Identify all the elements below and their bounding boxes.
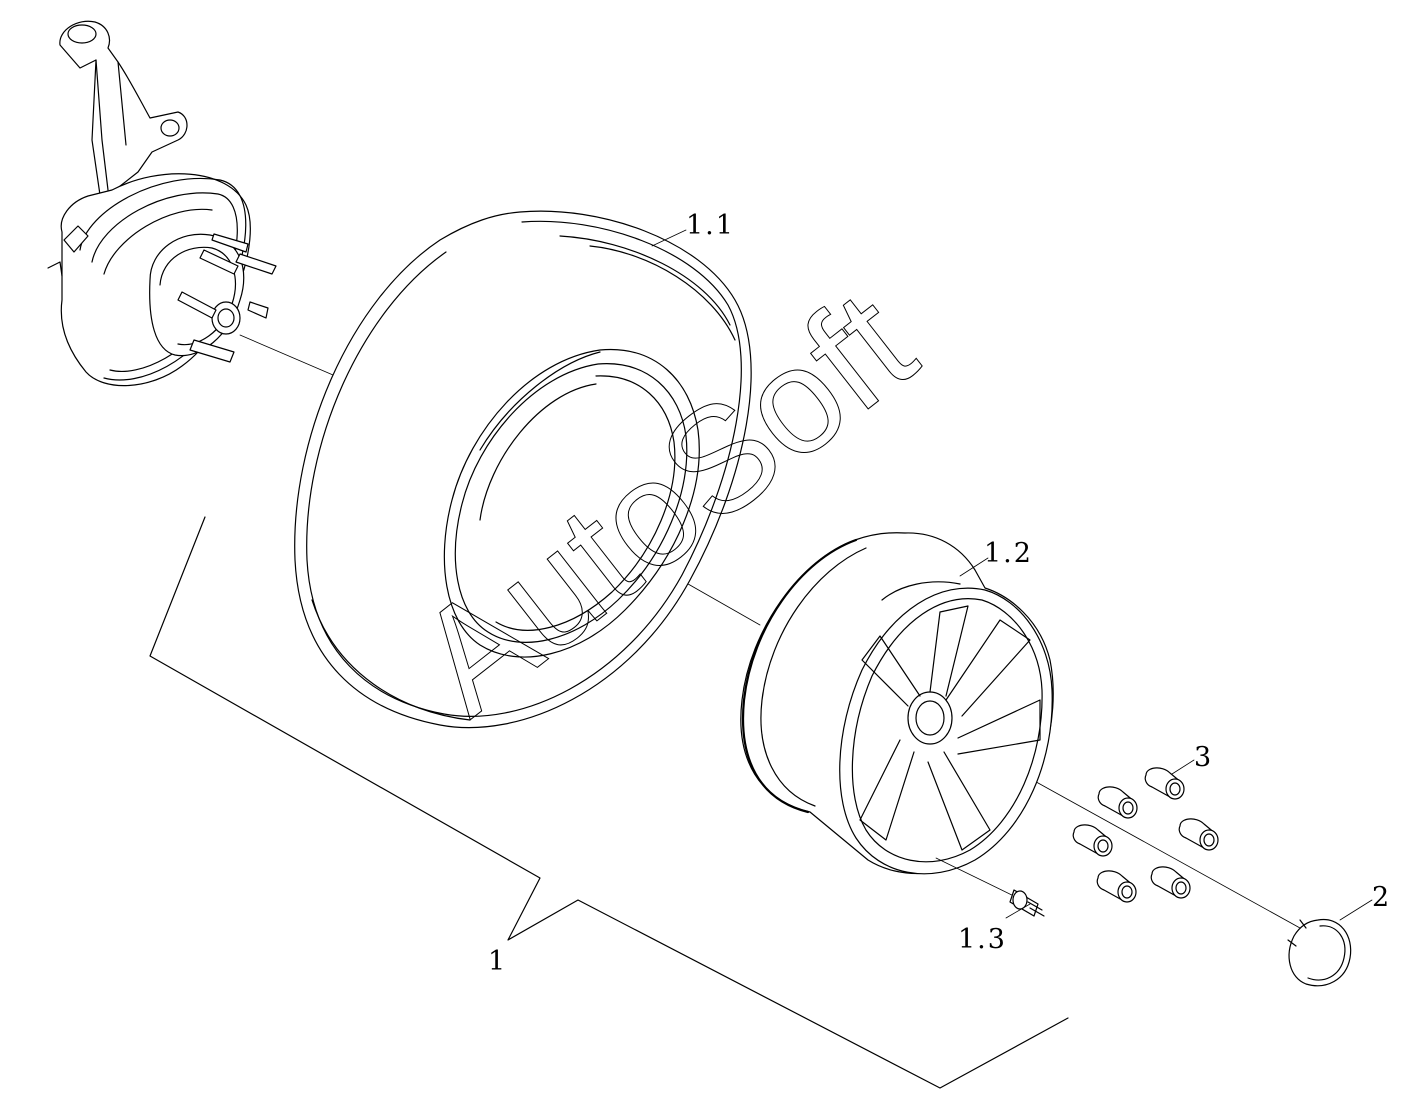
- rim: [740, 532, 1054, 875]
- label-hub-cap: 2: [1372, 882, 1391, 913]
- part-labels: 1 1.1 1.2 1.3 2 3: [488, 210, 1391, 977]
- lug-nuts: [1072, 767, 1219, 903]
- hub-cap: [1287, 918, 1352, 987]
- assembly-bracket: [149, 516, 1069, 1089]
- label-rim: 1.2: [984, 538, 1033, 569]
- lug-nut: [1072, 824, 1113, 857]
- valve-stem: [935, 857, 1045, 917]
- tire: [294, 210, 752, 729]
- leader-lines: [651, 229, 1373, 921]
- label-valve: 1.3: [958, 924, 1007, 955]
- label-lug-nut: 3: [1194, 742, 1213, 773]
- lug-nut: [1096, 870, 1137, 903]
- label-assembly: 1: [488, 946, 507, 977]
- lug-nut: [1144, 767, 1185, 800]
- lug-nut: [1097, 786, 1138, 819]
- label-tire: 1.1: [686, 210, 735, 241]
- steering-knuckle-hub: [47, 20, 277, 387]
- lug-nut: [1178, 818, 1219, 851]
- lug-nut: [1150, 866, 1191, 899]
